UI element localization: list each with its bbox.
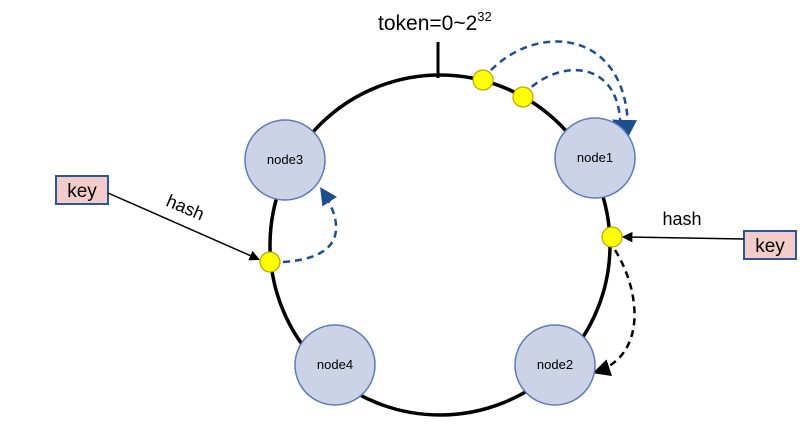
node3: node3 [244, 119, 326, 201]
hash-label-left: hash [163, 191, 207, 225]
hash-point-top-b [512, 86, 534, 108]
token-label-exponent: 32 [477, 9, 491, 24]
hash-point-top-a [472, 69, 494, 91]
mapping-arrow-point-left-to-node3 [282, 187, 338, 264]
key-right-label: key [755, 236, 785, 257]
node1: node1 [554, 117, 636, 199]
node1-label: node1 [577, 150, 613, 165]
node2-label: node2 [537, 357, 573, 372]
mapping-arrow-point-a-to-node1 [482, 40, 637, 138]
hash-arrow-right [621, 231, 745, 243]
hash-point-left [259, 251, 281, 273]
key-box-left: key [55, 175, 109, 205]
node4: node4 [294, 324, 376, 406]
mapping-arrow-point-b-to-node1 [522, 69, 630, 138]
key-left-label: key [67, 181, 97, 202]
hash-arrow-left [107, 192, 260, 261]
hash-label-right: hash [662, 209, 701, 229]
token-label-base: token=0~2 [378, 12, 477, 35]
hash-point-right [601, 226, 623, 248]
node2: node2 [514, 324, 596, 406]
node4-label: node4 [317, 357, 353, 372]
mapping-arrow-point-right-to-node2 [592, 249, 636, 376]
key-box-right: key [743, 230, 797, 260]
token-label: token=0~232 [378, 9, 492, 35]
node3-label: node3 [267, 152, 303, 167]
